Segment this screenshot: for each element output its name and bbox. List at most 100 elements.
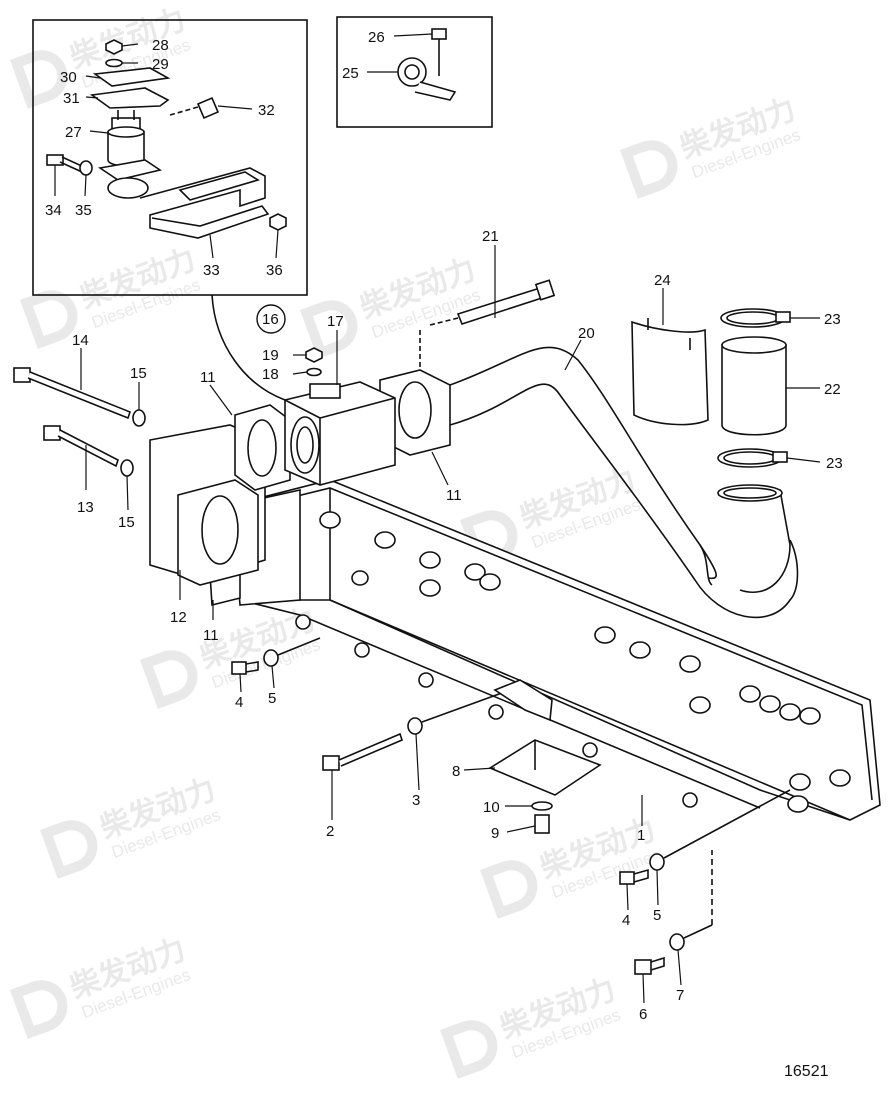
part-29-washer — [105, 58, 123, 68]
part-20-elbow — [717, 484, 791, 593]
detail-box-frame — [32, 19, 308, 296]
callout-15-upper: 15 — [130, 365, 147, 382]
callout-24: 24 — [654, 272, 671, 289]
part-2-bolt — [322, 732, 403, 771]
callout-12: 12 — [170, 609, 187, 626]
callout-15-lower: 15 — [118, 514, 135, 531]
part-33-bracket-lip — [178, 171, 260, 201]
callout-5-left: 5 — [268, 690, 276, 707]
callout-28: 28 — [152, 37, 169, 54]
part-6-bolt — [634, 956, 665, 975]
callout-9: 9 — [491, 825, 499, 842]
part-31-bracket — [89, 87, 170, 109]
part-20-pipe — [449, 346, 799, 619]
callout-17: 17 — [327, 313, 344, 330]
callout-8: 8 — [452, 763, 460, 780]
part-21-bolt — [419, 279, 556, 370]
detail-box-sensor — [32, 19, 308, 296]
part-3-washer — [407, 717, 423, 735]
callout-19: 19 — [262, 347, 279, 364]
part-15-washer-upper — [132, 409, 146, 427]
part-26-screw — [431, 28, 447, 76]
callout-14: 14 — [72, 332, 89, 349]
watermark-logo-icon — [140, 650, 198, 709]
callout-16-circle — [256, 304, 286, 334]
watermark-4: 柴发动力 Diesel-Engines — [300, 252, 483, 359]
callout-30: 30 — [60, 69, 77, 86]
part-9-screw — [534, 814, 550, 834]
part-32-plug — [169, 96, 220, 120]
part-14-bolt — [13, 367, 131, 420]
part-10-washer — [531, 801, 553, 811]
callout-10: 10 — [483, 799, 500, 816]
callout-25: 25 — [342, 65, 359, 82]
callout-13: 13 — [77, 499, 94, 516]
callout-16: 16 — [262, 311, 279, 328]
callout-leaders — [54, 33, 821, 1004]
leader-5-left — [277, 637, 321, 656]
part-23-clamp-lower — [717, 448, 788, 468]
part-4-bolt-right — [619, 868, 649, 885]
part-5-washer-left — [263, 649, 279, 667]
watermark-2: 柴发动力 Diesel-Engines — [620, 92, 803, 199]
part-22-hose — [721, 336, 787, 436]
callout-11-upper-right: 11 — [446, 487, 462, 504]
callout-23-upper: 23 — [824, 311, 841, 328]
part-27-sensor — [107, 110, 145, 167]
leader-detail-to-16 — [211, 294, 286, 401]
part-25-clamp — [397, 57, 457, 101]
part-34-bolt — [46, 154, 86, 174]
callout-1: 1 — [637, 827, 645, 844]
watermark-logo-icon — [10, 980, 68, 1039]
part-30-plate — [92, 67, 171, 87]
detail-box-clamp — [336, 16, 493, 128]
part-15-washer-lower — [120, 459, 134, 477]
callout-36: 36 — [266, 262, 283, 279]
part-18-washer — [306, 367, 322, 377]
callout-20: 20 — [578, 325, 595, 342]
part-8-cover-plate — [488, 739, 602, 796]
part-23-clamp-upper — [720, 308, 791, 328]
part-28-nut — [105, 39, 123, 55]
main-assembly — [13, 279, 881, 975]
callout-29: 29 — [152, 56, 169, 73]
leader-5-right — [663, 789, 791, 859]
watermark-logo-icon — [20, 290, 78, 349]
callout-5-right: 5 — [653, 907, 661, 924]
part-27-body — [107, 177, 149, 199]
callout-21: 21 — [482, 228, 499, 245]
watermark-logo-icon — [10, 50, 68, 109]
callout-26: 26 — [368, 29, 385, 46]
callout-2: 2 — [326, 823, 334, 840]
part-8-mount-bracket — [493, 679, 553, 722]
part-5-washer-right — [649, 853, 665, 871]
callout-23-lower: 23 — [826, 455, 843, 472]
watermark-3: 柴发动力 Diesel-Engines — [20, 242, 203, 349]
callout-18: 18 — [262, 366, 279, 383]
part-36-nut — [269, 213, 287, 231]
callout-35: 35 — [75, 202, 92, 219]
callout-32: 32 — [258, 102, 275, 119]
part-13-bolt — [43, 425, 119, 468]
callout-7: 7 — [676, 987, 684, 1004]
callout-3: 3 — [412, 792, 420, 809]
part-7-washer — [669, 933, 685, 951]
callout-11-upper-left: 11 — [200, 369, 216, 386]
part-1-underside-bosses — [295, 614, 698, 808]
callout-4-left: 4 — [235, 694, 243, 711]
detail-box-frame — [336, 16, 493, 128]
watermark-logo-icon — [40, 820, 98, 879]
watermark-7: 柴发动力 Diesel-Engines — [40, 772, 223, 879]
part-35-washer — [79, 160, 93, 176]
callout-33: 33 — [203, 262, 220, 279]
leader-3 — [421, 689, 511, 723]
callout-22: 22 — [824, 381, 841, 398]
leader-7 — [683, 924, 713, 939]
drawing-number: 16521 — [784, 1063, 829, 1080]
part-27-clamp — [97, 159, 162, 181]
callout-6: 6 — [639, 1006, 647, 1023]
watermark-logo-icon — [300, 300, 358, 359]
part-19-screw — [305, 347, 323, 363]
